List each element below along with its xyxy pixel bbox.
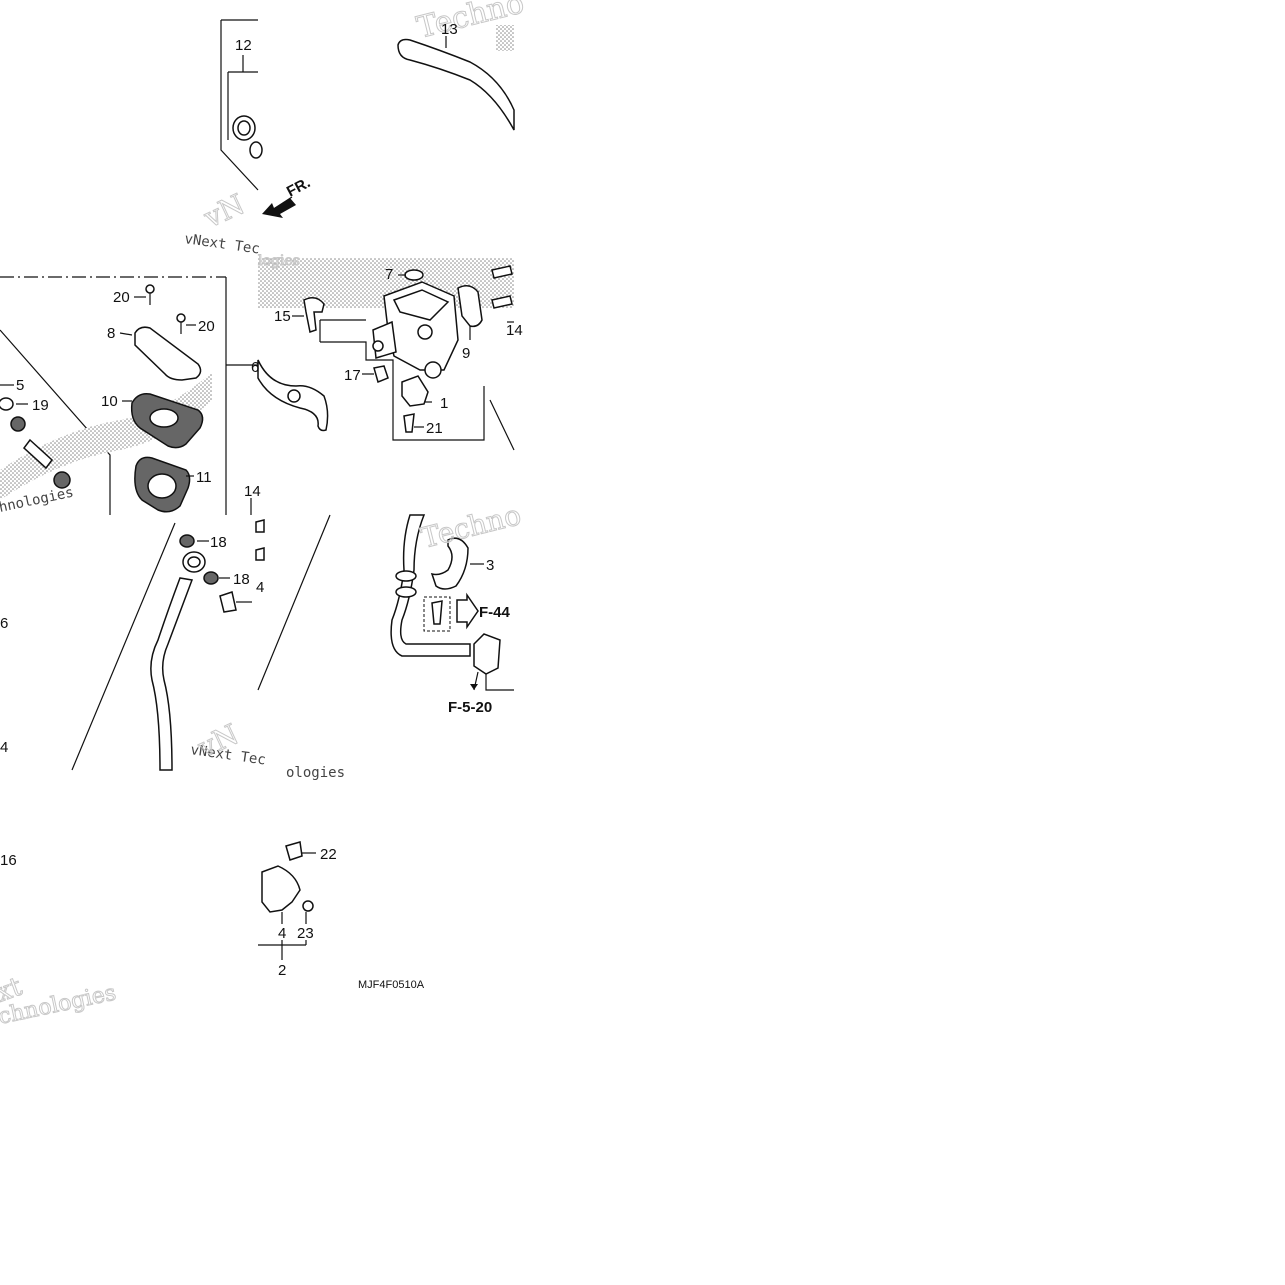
part-label-18: 18: [233, 571, 250, 588]
part-labels: 12 13 FR. 20 20 8 10 11 5 19 6 7 14 15 9…: [0, 21, 523, 991]
hose-joint-part: [473, 633, 501, 675]
part-label-22: 22: [320, 846, 337, 863]
clutch-lever-part: [397, 38, 515, 131]
part-label-14: 14: [244, 483, 261, 500]
switch-part: [401, 375, 429, 407]
holder-part: [457, 285, 483, 328]
watermark-text: vNext Tec: [183, 231, 260, 257]
part-label-20: 20: [113, 289, 130, 306]
tile-bracket: [258, 841, 316, 960]
drawing-code: MJF4F0510A: [358, 979, 425, 991]
tile-lever-top: [220, 19, 515, 218]
part-label-18: 18: [210, 534, 227, 551]
brake-hose-bracket-part: [261, 865, 301, 913]
reference-f44: F-44: [479, 604, 511, 621]
part-label-20: 20: [198, 318, 215, 335]
screw-part: [145, 284, 155, 305]
part-label-2: 2: [278, 962, 286, 979]
part-label-21: 21: [426, 420, 443, 437]
part-label-3: 3: [486, 557, 494, 574]
part-label-6: 6: [0, 615, 8, 632]
part-label-4: 4: [256, 579, 264, 596]
part-label-16: 16: [0, 852, 17, 869]
part-label-12: 12: [235, 37, 252, 54]
part-label-9: 9: [462, 345, 470, 362]
part-label-1: 1: [440, 395, 448, 412]
tile-brake-hose: [71, 498, 331, 771]
part-label-13: 13: [441, 21, 458, 38]
watermark-text: Techno: [418, 498, 525, 555]
front-direction-arrow-icon: [262, 198, 296, 218]
pivot-bolt-part: [303, 297, 325, 333]
part-label-4: 4: [0, 739, 8, 756]
part-label-6: 6: [251, 359, 259, 376]
part-label-10: 10: [101, 393, 118, 410]
tile-reservoir: [0, 276, 258, 515]
part-label-15: 15: [274, 308, 291, 325]
watermark-text: ologies: [286, 765, 345, 781]
reference-f520: F-5-20: [448, 699, 492, 716]
part-label-19: 19: [32, 397, 49, 414]
brake-hose-part: [150, 577, 194, 771]
brake-hose-routing-part: [390, 514, 471, 657]
part-label-23: 23: [297, 925, 314, 942]
tile-master-cylinder: [257, 258, 515, 451]
part-label-17: 17: [344, 367, 361, 384]
front-direction-label: FR.: [284, 174, 313, 200]
reference-arrow-icon: [456, 592, 479, 630]
watermark-text: vN: [198, 187, 249, 234]
part-label-8: 8: [107, 325, 115, 342]
tile-hose-routing: [390, 514, 514, 691]
part-label-7: 7: [385, 266, 393, 283]
watermark-text: logies: [258, 253, 300, 269]
hose-clamp-part: [430, 537, 469, 590]
oil-bolt-part: [219, 591, 237, 613]
bolt-part: [285, 841, 303, 861]
part-label-11: 11: [196, 469, 212, 486]
reservoir-cap-part: [134, 326, 202, 381]
part-label-5: 5: [16, 377, 24, 394]
screw-part: [176, 313, 186, 334]
part-label-4: 4: [278, 925, 286, 942]
part-label-14: 14: [506, 322, 523, 339]
